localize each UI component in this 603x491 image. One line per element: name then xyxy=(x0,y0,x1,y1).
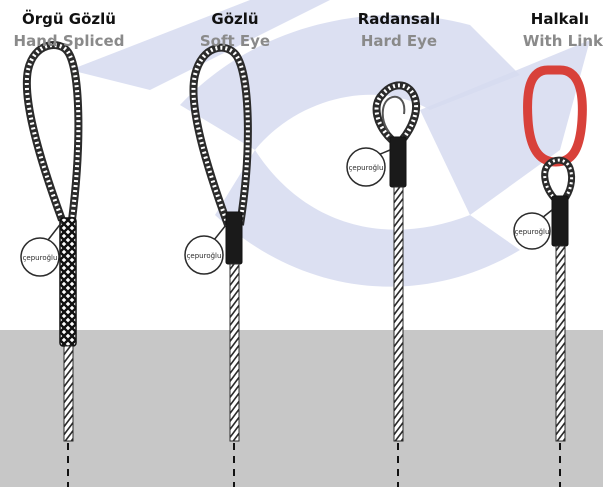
background-floor xyxy=(0,330,603,487)
label-english-with-link: With Link xyxy=(443,30,603,52)
label-soft-eye: Gözlü Soft Eye xyxy=(155,8,315,52)
label-english-hand-spliced: Hand Spliced xyxy=(0,30,149,52)
tag-brand-text-3: çepuroğlu xyxy=(349,164,384,172)
label-english-soft-eye: Soft Eye xyxy=(155,30,315,52)
label-turkish-with-link: Halkalı xyxy=(443,8,603,30)
label-turkish-hand-spliced: Örgü Gözlü xyxy=(0,8,149,30)
label-turkish-soft-eye: Gözlü xyxy=(155,8,315,30)
label-hand-spliced: Örgü Gözlü Hand Spliced xyxy=(0,8,149,52)
label-with-link: Halkalı With Link xyxy=(443,8,603,52)
tag-brand-text-2: çepuroğlu xyxy=(187,252,222,260)
tag-brand-text-1: çepuroğlu xyxy=(23,254,58,262)
tag-brand-text-4: çepuroğlu xyxy=(515,228,550,236)
